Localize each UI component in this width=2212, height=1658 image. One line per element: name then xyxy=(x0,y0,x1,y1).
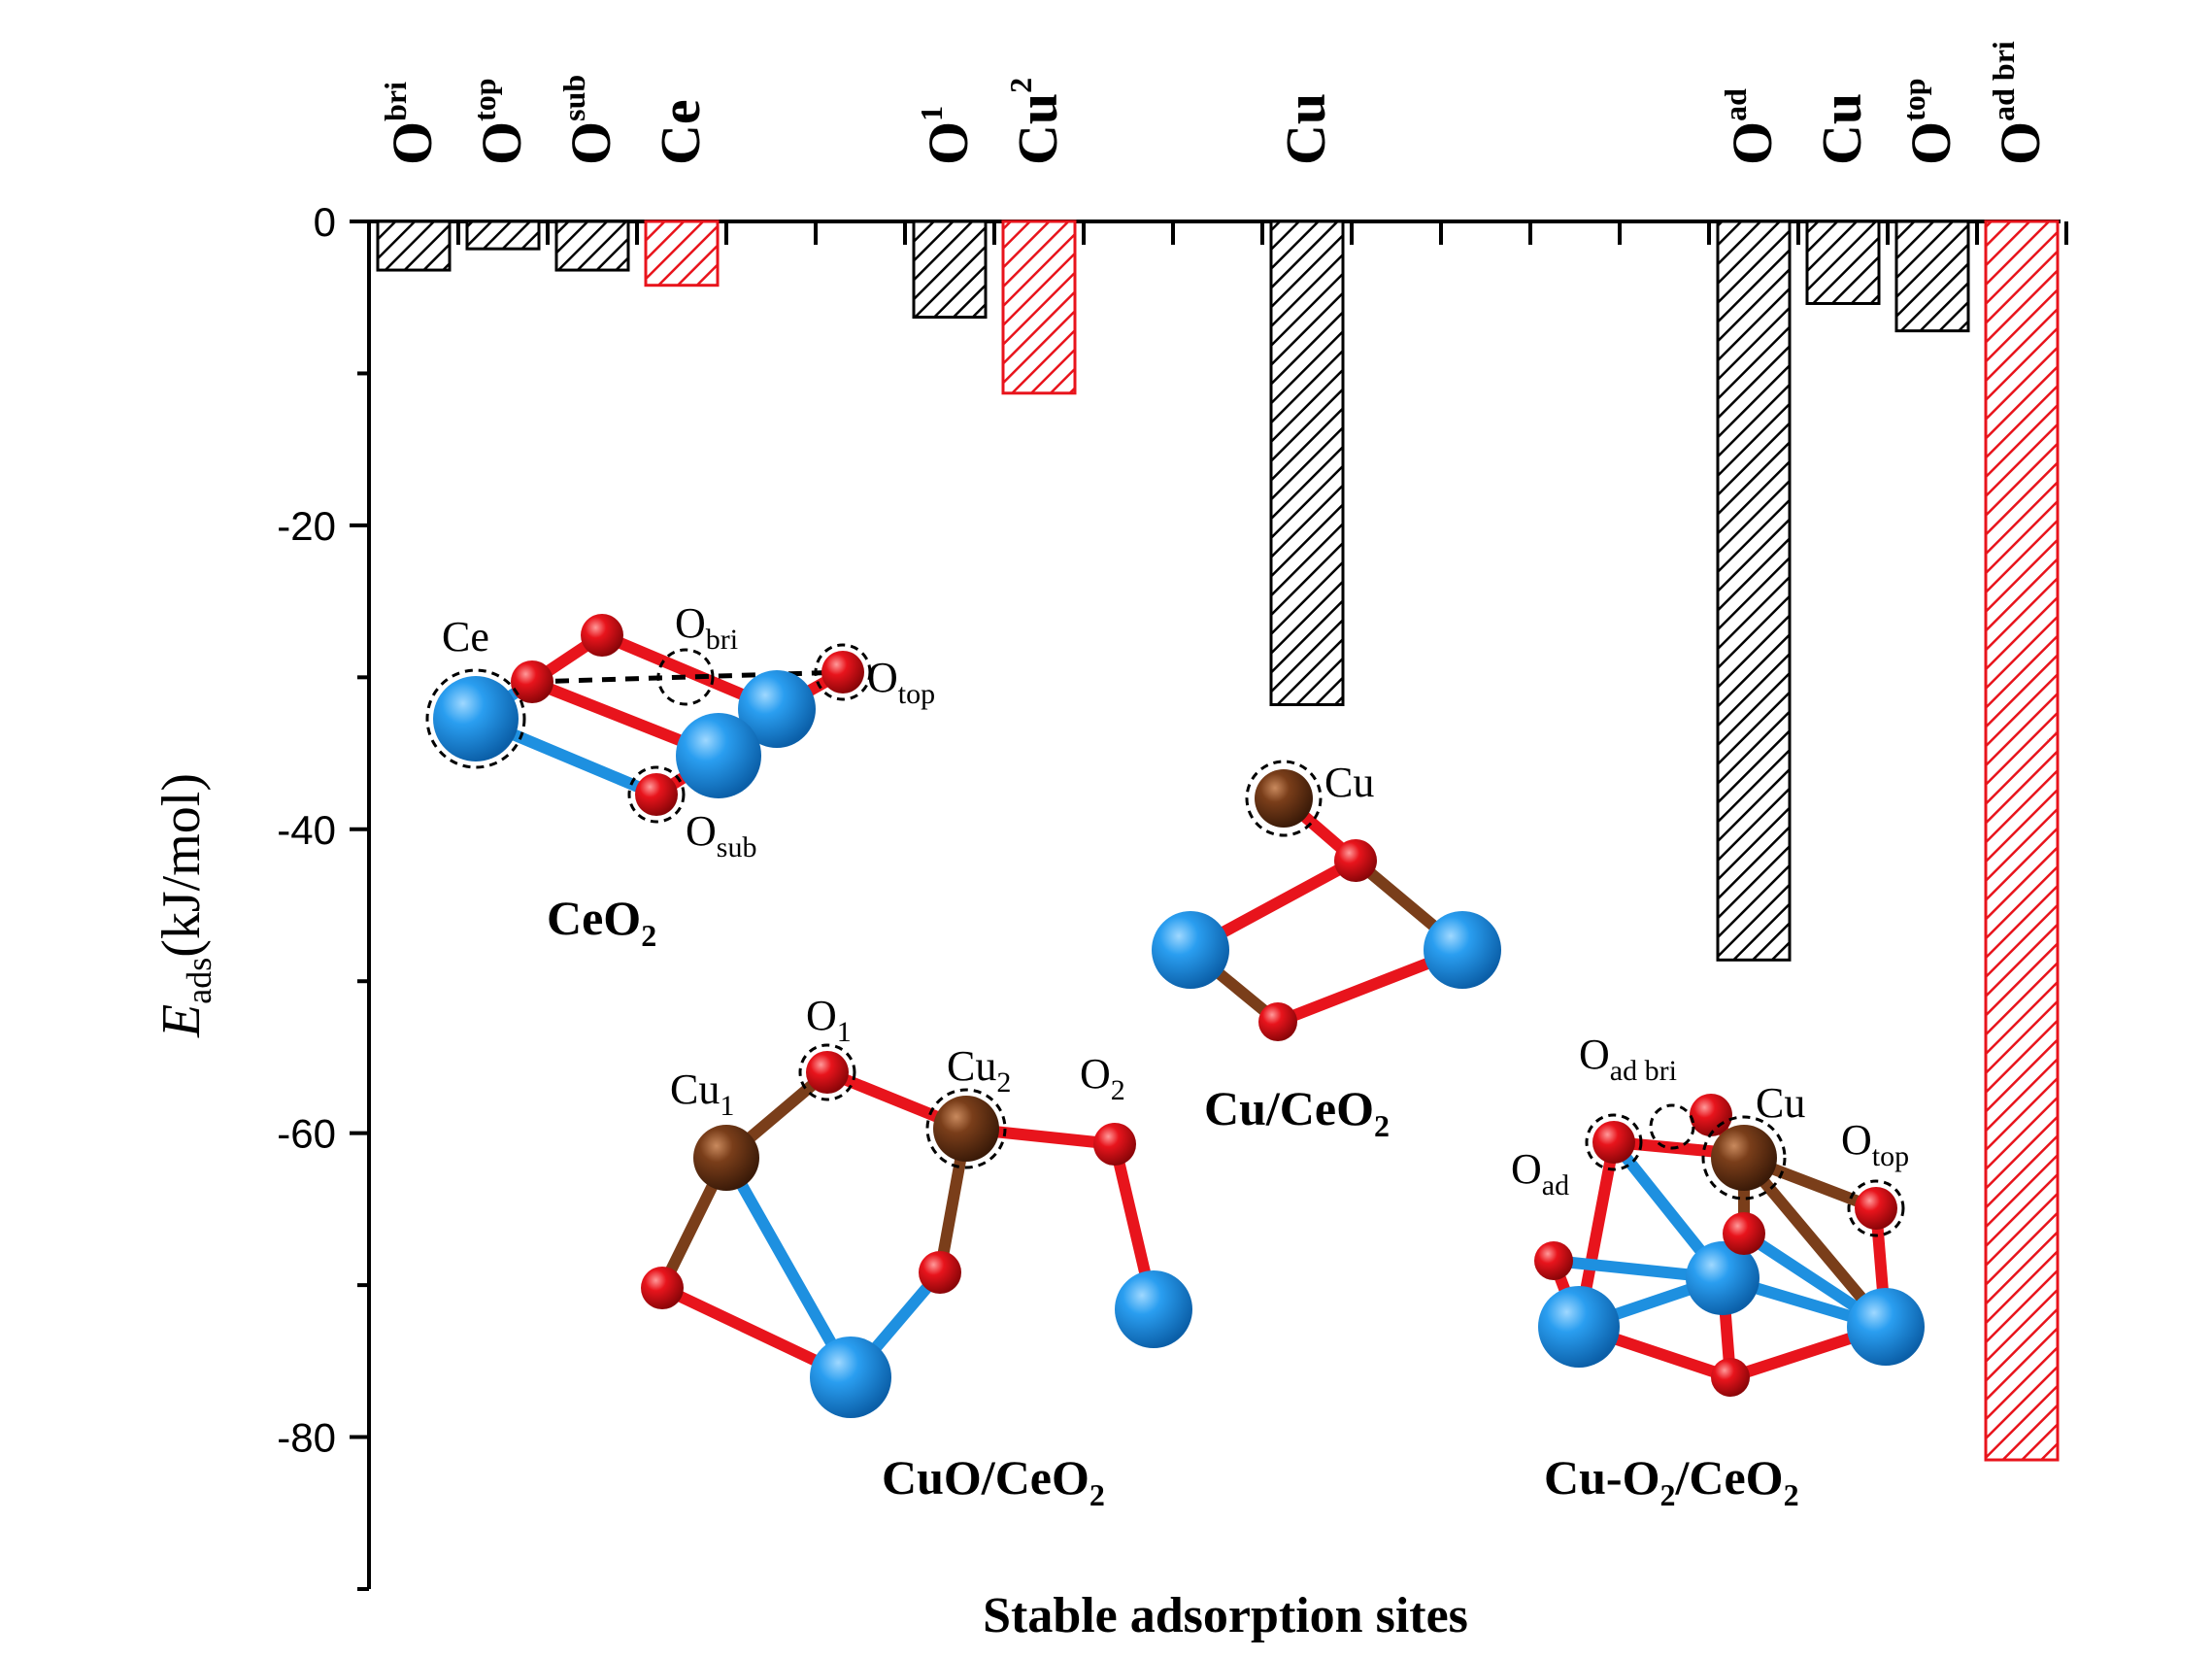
o-atom xyxy=(511,660,553,703)
bar xyxy=(644,220,720,288)
ce-atom xyxy=(1152,911,1229,989)
ce-atom xyxy=(1424,911,1501,989)
title-cuo-ceo2: CuO/CeO2 xyxy=(882,1450,1105,1512)
bar xyxy=(1269,220,1345,706)
label-oad: Oad xyxy=(1511,1145,1569,1201)
label-otop: Otop xyxy=(867,654,935,710)
structure-cu-ceo2: Cu Cu/CeO2 xyxy=(1152,759,1501,1143)
category-label: Cu xyxy=(1810,93,1873,165)
structure-ceo2: Ce Obri Otop Osub CeO2 xyxy=(425,599,935,953)
label-o1: O1 xyxy=(806,992,852,1048)
y-axis-title-sub: ads xyxy=(180,958,218,1004)
o-atom xyxy=(581,614,623,657)
bonds xyxy=(656,1066,1159,1383)
o-atom xyxy=(1855,1187,1897,1230)
ce-atom xyxy=(433,676,519,761)
bar xyxy=(1894,220,1970,333)
ce-atom xyxy=(1115,1270,1192,1348)
structure-cu-o2-ceo2: Oad bri Cu Otop Oad Cu-O2/CeO2 xyxy=(1511,1031,1925,1512)
bars xyxy=(376,220,2060,1462)
bar xyxy=(554,220,630,272)
label-oadbri: Oad bri xyxy=(1579,1031,1677,1087)
y-tick-label: -40 xyxy=(277,807,336,853)
o-atom xyxy=(641,1267,684,1309)
site-markers xyxy=(1585,1103,1905,1237)
cu-atom xyxy=(1711,1125,1777,1191)
o-atom xyxy=(919,1251,961,1294)
o-atom xyxy=(1711,1358,1750,1397)
bar xyxy=(1984,220,2060,1462)
label-osub: Osub xyxy=(686,807,756,863)
y-ticks: 0 -20 -40 -60 -80 xyxy=(277,199,369,1591)
label-o2: O2 xyxy=(1080,1050,1125,1106)
top-ticks xyxy=(367,221,2068,245)
o-atom xyxy=(806,1051,849,1094)
o-atom xyxy=(1334,839,1377,882)
category-label: Oad bri xyxy=(1986,41,2052,165)
y-tick-label: 0 xyxy=(314,199,336,245)
o-atom xyxy=(1093,1123,1136,1166)
bonds xyxy=(1185,793,1468,1028)
ce-atom xyxy=(676,713,761,798)
o-atom xyxy=(821,651,864,694)
y-axis-title: Eads(kJ/mol) xyxy=(151,773,218,1038)
bar xyxy=(1716,220,1792,962)
bar xyxy=(376,220,452,272)
cu-atom xyxy=(933,1096,999,1162)
bar xyxy=(1001,220,1077,395)
y-tick-label: -20 xyxy=(277,503,336,549)
label-cu: Cu xyxy=(1756,1079,1805,1127)
ce-atom xyxy=(1538,1286,1620,1368)
label-cu1: Cu1 xyxy=(670,1066,734,1122)
category-labels: Obri Otop Osub Ce O1 Cu2 Cu Oad Cu Otop Oad bri xyxy=(378,41,2052,165)
ce-atom xyxy=(1847,1288,1925,1366)
o-atom xyxy=(1690,1094,1732,1136)
category-label: Otop xyxy=(1896,78,1962,165)
label-otop: Otop xyxy=(1841,1116,1909,1172)
label-ce: Ce xyxy=(442,613,489,660)
o-atom xyxy=(635,773,678,816)
site-markers xyxy=(425,643,872,824)
y-axis-title-unit: (kJ/mol) xyxy=(151,773,212,958)
title-cu-o2-ceo2: Cu-O2/CeO2 xyxy=(1544,1450,1799,1512)
category-label: Otop xyxy=(467,78,533,165)
label-cu2: Cu2 xyxy=(947,1042,1011,1099)
bar xyxy=(912,220,988,320)
category-label: Cu2 xyxy=(1003,78,1069,165)
category-label: Osub xyxy=(556,75,622,165)
y-tick-label: -80 xyxy=(277,1415,336,1461)
x-axis-title: Stable adsorption sites xyxy=(983,1588,1468,1643)
category-label: Ce xyxy=(649,99,712,165)
category-label: Cu xyxy=(1274,93,1337,165)
label-obri: Obri xyxy=(675,599,738,656)
cu-atom xyxy=(1255,769,1313,828)
title-cu-ceo2: Cu/CeO2 xyxy=(1204,1081,1390,1143)
bar xyxy=(465,220,541,251)
o-atom xyxy=(1534,1241,1573,1280)
bar xyxy=(1805,220,1881,305)
o-atom xyxy=(1723,1212,1765,1255)
o-atom xyxy=(1592,1121,1635,1164)
ce-atom xyxy=(810,1337,891,1418)
ce-atom xyxy=(1686,1241,1760,1315)
site-markers xyxy=(798,1043,1007,1169)
site-marker xyxy=(1245,760,1323,837)
category-label: Obri xyxy=(378,82,444,165)
cu-atom xyxy=(693,1125,759,1191)
structure-cuo-ceo2: O1 Cu1 Cu2 O2 CuO/CeO2 xyxy=(641,992,1192,1512)
y-axis-title-main: E xyxy=(151,1004,212,1038)
category-label: Oad xyxy=(1718,88,1784,165)
title-ceo2: CeO2 xyxy=(547,891,656,953)
category-label: O1 xyxy=(914,106,980,165)
y-tick-label: -60 xyxy=(277,1111,336,1157)
o-atom xyxy=(1258,1002,1297,1041)
ce-atom xyxy=(738,670,816,748)
label-cu: Cu xyxy=(1324,759,1374,806)
